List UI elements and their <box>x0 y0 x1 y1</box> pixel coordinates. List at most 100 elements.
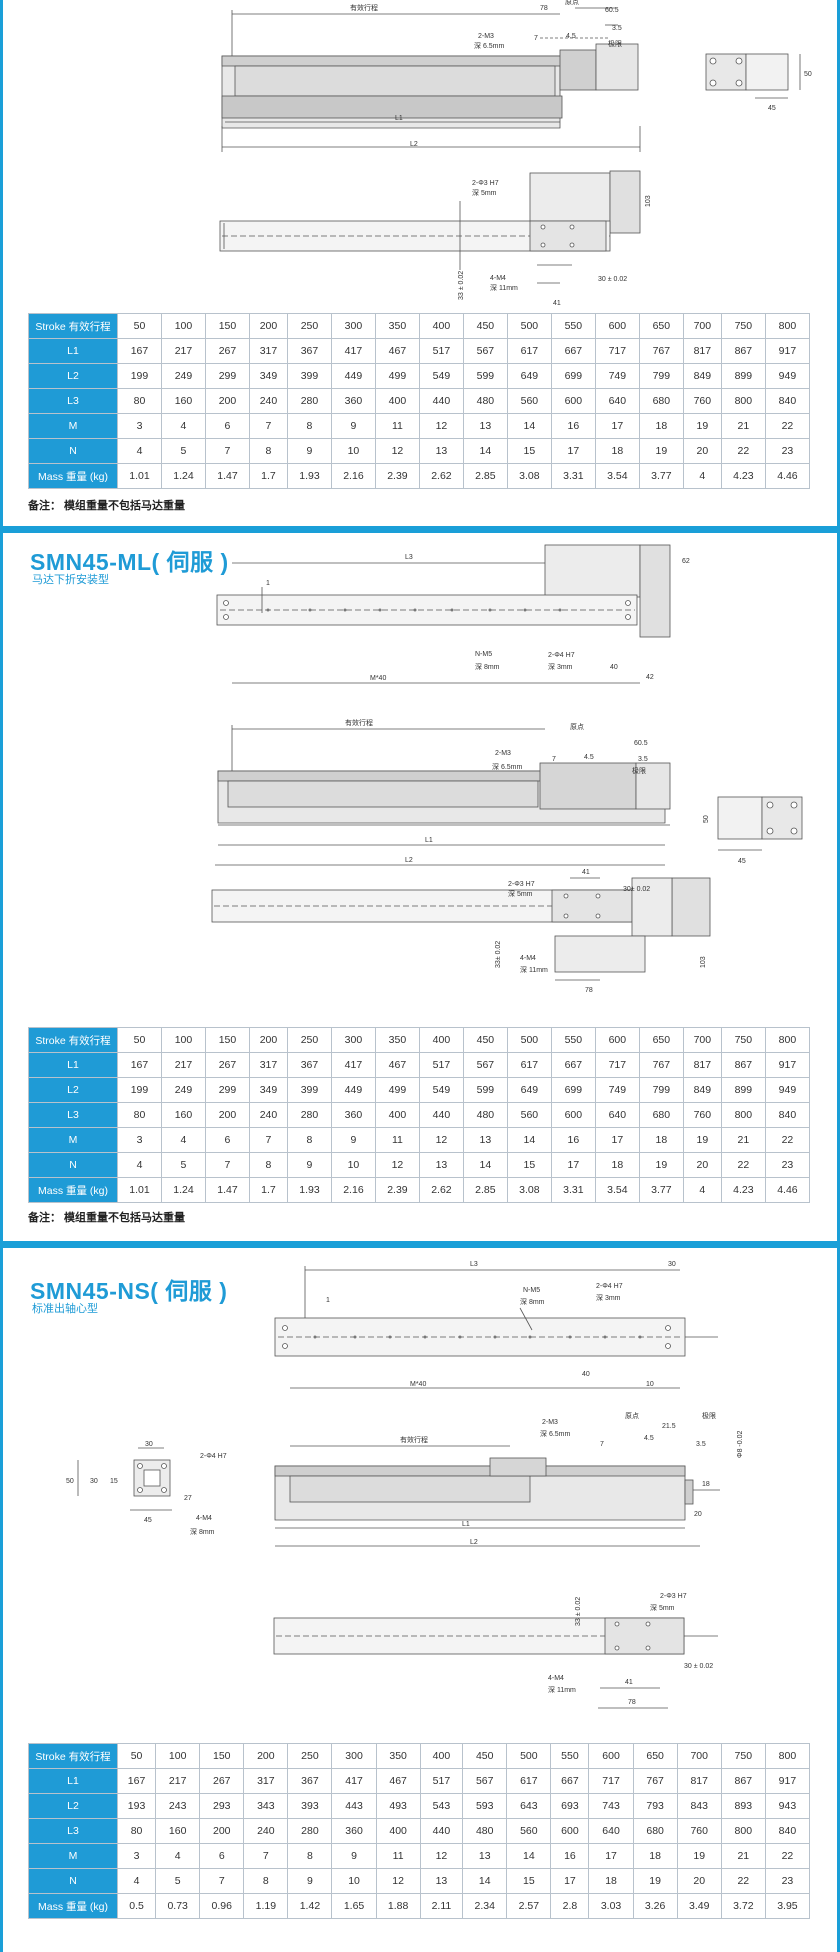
table-cell: 240 <box>248 388 288 414</box>
label-phi4: 2-Φ4 H7 <box>548 652 575 659</box>
table-cell: 417 <box>330 1052 376 1078</box>
table-cell: 14 <box>462 438 508 464</box>
table-cell: 4.46 <box>764 1177 811 1203</box>
section-3-subtitle: 标准出轴心型 <box>32 1303 98 1315</box>
table-cell: 0.73 <box>155 1893 201 1919</box>
table-cell: 299 <box>204 363 250 389</box>
table-cell: 800 <box>720 388 766 414</box>
table-cell: 640 <box>588 1818 634 1844</box>
dim-103: 103 <box>700 956 707 968</box>
top-view-drawing-1: 2-Φ3 H7 深 5mm 103 33 ± 0.02 4-M4 深 11mm … <box>219 170 652 307</box>
table-cell: 650 <box>638 313 684 339</box>
table-cell: 700 <box>682 313 722 339</box>
table-cell: 600 <box>550 1818 590 1844</box>
table-cell: 2.16 <box>330 1177 376 1203</box>
table-cell: 717 <box>594 1052 640 1078</box>
table-cell: 4 <box>160 413 206 439</box>
table-cell: 3.54 <box>594 1177 640 1203</box>
dim-30: 30 <box>668 1261 676 1268</box>
table-cell: 3.72 <box>720 1893 766 1919</box>
row-header: Mass 重量 (kg) <box>28 1893 118 1919</box>
table-cell: 2.85 <box>462 1177 508 1203</box>
table-cell: 22 <box>720 438 766 464</box>
table-cell: 400 <box>418 1027 464 1053</box>
table-cell: 840 <box>764 1818 811 1844</box>
dim-1: 1 <box>266 580 270 587</box>
table-cell: 14 <box>506 1127 552 1153</box>
dim-30: 30± 0.02 <box>623 886 650 893</box>
table-cell: 22 <box>764 1843 811 1869</box>
table-cell: 15 <box>506 1868 552 1894</box>
table-cell: 11 <box>375 1843 421 1869</box>
table-cell: 13 <box>419 1868 464 1894</box>
table-cell: 17 <box>594 1127 640 1153</box>
label-m3-depth: 深 6.5mm <box>492 762 523 771</box>
row-header: L3 <box>28 1102 118 1128</box>
table-cell: 550 <box>550 1743 590 1769</box>
table-cell: 280 <box>286 1102 332 1128</box>
table-cell: 800 <box>764 1743 811 1769</box>
side-view-drawing-1: 有效行程 78 原点 60.5 3.5 2-M3 深 6.5mm 7 4.5 极… <box>221 0 812 152</box>
table-cell: 167 <box>117 338 162 364</box>
table-cell: 550 <box>550 1027 596 1053</box>
dim-1: 1 <box>326 1297 330 1304</box>
table-cell: 80 <box>117 388 162 414</box>
table-cell: 12 <box>418 413 464 439</box>
table-cell: 1.01 <box>117 463 162 489</box>
table-cell: 867 <box>720 1768 766 1794</box>
table-cell: 917 <box>764 1768 811 1794</box>
table-cell: 750 <box>720 313 766 339</box>
label-m5: N-M5 <box>475 651 492 658</box>
table-cell: 243 <box>155 1793 201 1819</box>
table-cell: 800 <box>764 313 811 339</box>
section-2: SMN45-ML( 伺服 ) 马达下折安装型 L3 62 1 N-M5 深 8m… <box>0 533 840 1238</box>
table-cell: 7 <box>204 1152 250 1178</box>
dim-78: 78 <box>628 1699 636 1706</box>
table-cell: 3.54 <box>594 463 640 489</box>
footnote-1: 备注： 模组重量不包括马达重量 <box>28 500 186 512</box>
label-phi3: 2-Φ3 H7 <box>660 1593 687 1600</box>
table-cell: 8 <box>286 413 332 439</box>
table-cell: 16 <box>550 1127 596 1153</box>
table-cell: 4 <box>116 1868 157 1894</box>
table-cell: 80 <box>117 1102 162 1128</box>
row-header: L1 <box>28 1052 118 1078</box>
table-cell: 617 <box>506 1768 552 1794</box>
table-cell: 517 <box>419 1768 464 1794</box>
table-cell: 9 <box>330 413 376 439</box>
table-cell: 360 <box>331 1818 377 1844</box>
table-cell: 399 <box>286 363 332 389</box>
table-cell: 2.34 <box>462 1893 508 1919</box>
table-cell: 19 <box>682 413 722 439</box>
top-view-drawing-2b: 2-Φ3 H7 深 5mm 41 30± 0.02 33± 0.02 4-M4 … <box>211 869 711 994</box>
table-cell: 643 <box>506 1793 552 1819</box>
end-view-drawing-3: 30 50 30 15 27 45 2-Φ4 H7 4-M4 深 8mm <box>66 1441 227 1536</box>
table-cell: 749 <box>594 1077 640 1103</box>
dim-l3: L3 <box>405 554 413 561</box>
table-cell: 250 <box>286 1027 332 1053</box>
table-cell: 550 <box>550 313 596 339</box>
right-border <box>837 0 840 1952</box>
dim-m40: M*40 <box>410 1381 426 1388</box>
table-cell: 19 <box>638 438 684 464</box>
table-cell: 749 <box>594 363 640 389</box>
table-cell: 449 <box>330 1077 376 1103</box>
table-cell: 50 <box>117 313 162 339</box>
table-cell: 12 <box>418 1127 464 1153</box>
table-cell: 1.65 <box>331 1893 377 1919</box>
table-cell: 867 <box>720 338 766 364</box>
table-cell: 18 <box>632 1843 678 1869</box>
table-cell: 680 <box>638 388 684 414</box>
dim-stroke: 有效行程 <box>400 1435 428 1444</box>
table-cell: 16 <box>550 413 596 439</box>
table-cell: 840 <box>764 388 811 414</box>
table-cell: 249 <box>160 1077 206 1103</box>
label-m4-depth: 深 11mm <box>548 1685 576 1694</box>
table-cell: 9 <box>286 1152 332 1178</box>
table-cell: 217 <box>160 338 206 364</box>
table-cell: 14 <box>506 413 552 439</box>
table-cell: 499 <box>374 363 420 389</box>
